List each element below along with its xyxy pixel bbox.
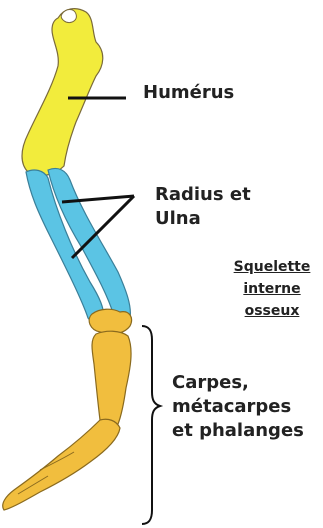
internal-skeleton-label-line-3: osseux xyxy=(226,300,318,322)
humerus-label: Humérus xyxy=(143,81,234,105)
internal-skeleton-label-line-2: interne xyxy=(226,278,318,300)
carpals-label-line-1: Carpes, xyxy=(172,371,304,395)
radius-ulna-label-line-2: Ulna xyxy=(155,207,251,231)
carpals-label: Carpes, métacarpes et phalanges xyxy=(172,371,304,443)
phalanx-bones xyxy=(3,419,120,510)
carpals-label-line-3: et phalanges xyxy=(172,419,304,443)
humerus-bone xyxy=(22,9,103,176)
radius-ulna-label-line-1: Radius et xyxy=(155,183,251,207)
humerus-head xyxy=(61,10,76,23)
internal-skeleton-label: Squelette interne osseux xyxy=(226,256,318,322)
carpal-bones xyxy=(89,309,131,334)
radius-ulna-label: Radius et Ulna xyxy=(155,183,251,231)
carpal-bracket xyxy=(142,326,160,524)
metacarpal-bones xyxy=(92,331,131,427)
internal-skeleton-label-line-1: Squelette xyxy=(226,256,318,278)
humerus-label-text: Humérus xyxy=(143,81,234,105)
carpals-label-line-2: métacarpes xyxy=(172,395,304,419)
